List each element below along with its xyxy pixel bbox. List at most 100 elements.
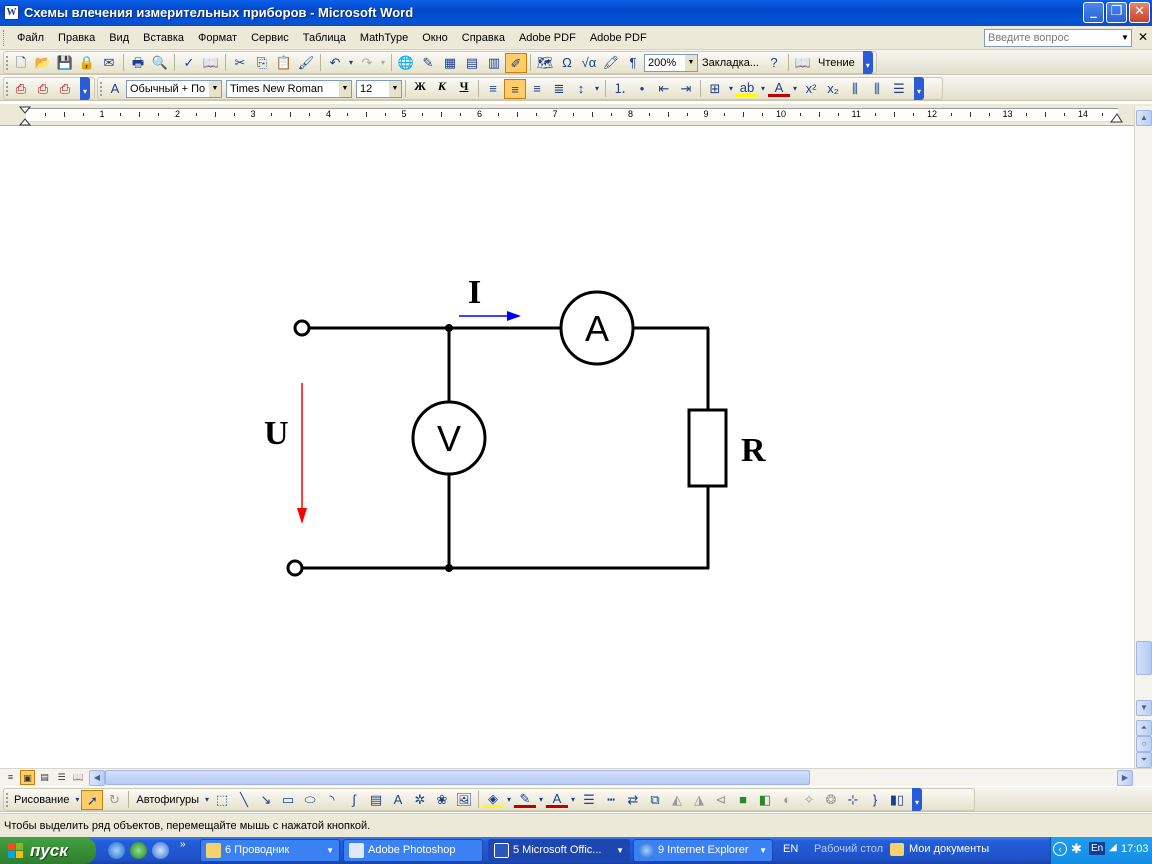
line-color-icon[interactable]: ✎: [514, 791, 536, 808]
reading-button[interactable]: Чтение: [818, 56, 855, 69]
ltr-icon[interactable]: ⫼: [852, 80, 858, 96]
format-toolbar-options-icon[interactable]: ▾: [914, 77, 924, 100]
rectangle-icon[interactable]: ▭: [281, 791, 295, 807]
document-page[interactable]: A V R I U: [0, 126, 1134, 768]
brace-icon[interactable]: }: [872, 791, 878, 807]
print-icon[interactable]: 🖶: [131, 54, 145, 70]
open-folder-icon[interactable]: 📂: [34, 54, 52, 70]
borders-icon[interactable]: ⊞: [709, 80, 721, 96]
permission-icon[interactable]: 🔒: [78, 54, 96, 70]
font-size-select[interactable]: 12▼: [356, 79, 402, 98]
numbering-icon[interactable]: ⒈: [613, 80, 627, 96]
desktop-quicklaunch-icon[interactable]: [152, 842, 169, 859]
menu-view[interactable]: Вид: [109, 32, 130, 44]
order-icon[interactable]: ◐: [783, 791, 791, 807]
pdf-review-icon[interactable]: ⎙: [59, 80, 71, 96]
print-preview-icon[interactable]: 🔍: [151, 54, 169, 70]
ask-question-input[interactable]: Введите вопрос: [984, 29, 1132, 47]
menu-format[interactable]: Формат: [198, 32, 238, 44]
tray-expand-icon[interactable]: ‹: [1053, 842, 1067, 856]
email-icon[interactable]: ✉: [103, 54, 115, 70]
autoshapes-dropdown-icon[interactable]: ▾: [204, 794, 209, 804]
hyperlink-icon[interactable]: 🌐: [397, 54, 415, 70]
new-document-icon[interactable]: 🗋: [15, 54, 27, 70]
menu-mathtype[interactable]: MathType: [359, 32, 409, 44]
task-word[interactable]: 5 Microsoft Offic... ▼: [488, 839, 630, 862]
ask-dropdown-icon[interactable]: ▼: [1121, 33, 1129, 42]
drawing-icon[interactable]: ✐: [505, 52, 527, 73]
draw-menu-button[interactable]: Рисование: [14, 793, 70, 806]
quicklaunch-more-icon[interactable]: »: [180, 839, 186, 850]
text-color-dropdown-icon[interactable]: ▾: [570, 794, 575, 804]
copy-icon[interactable]: ⎘: [256, 54, 268, 70]
line-spacing-icon[interactable]: ↕: [577, 80, 585, 96]
select-objects-icon[interactable]: ➚: [81, 789, 104, 810]
line-color-dropdown-icon[interactable]: ▾: [538, 794, 543, 804]
draw-menu-dropdown-icon[interactable]: ▾: [75, 794, 80, 804]
scroll-up-icon[interactable]: ▲: [1136, 110, 1152, 126]
undo-dropdown-icon[interactable]: ▾: [348, 57, 353, 67]
highlight-color-icon[interactable]: ab: [736, 80, 758, 97]
highlight-icon[interactable]: 🖍: [602, 54, 620, 70]
menu-file[interactable]: Файл: [17, 32, 45, 44]
cut-icon[interactable]: ✂: [234, 54, 246, 70]
superscript-icon[interactable]: x²: [805, 80, 817, 96]
menu-window[interactable]: Окно: [422, 32, 448, 44]
font-select[interactable]: Times New Roman▼: [226, 79, 352, 98]
pdf-email-icon[interactable]: ⎙: [37, 80, 49, 96]
print-layout-view-icon[interactable]: ▤: [40, 772, 49, 782]
distributed-icon[interactable]: ☰: [893, 80, 905, 96]
previous-page-icon[interactable]: ⏶: [1136, 720, 1152, 736]
fill-color-dropdown-icon[interactable]: ▾: [506, 794, 511, 804]
align-left-icon[interactable]: ≡: [489, 80, 497, 96]
document-close-icon[interactable]: ✕: [1138, 30, 1149, 44]
redo-dropdown-icon[interactable]: ▾: [380, 57, 385, 67]
group-icon[interactable]: ⧉: [650, 791, 660, 807]
flip-vertical-icon[interactable]: ◭: [672, 791, 682, 807]
menu-table[interactable]: Таблица: [302, 32, 346, 44]
help-icon[interactable]: ?: [770, 54, 778, 70]
rtl-icon[interactable]: ⫼: [874, 80, 880, 96]
curve-icon[interactable]: ∫: [352, 791, 356, 807]
task-photoshop[interactable]: Adobe Photoshop: [343, 839, 483, 862]
picture-icon[interactable]: 🖼: [455, 791, 473, 807]
next-page-icon[interactable]: ⏷: [1136, 752, 1152, 768]
columns-icon[interactable]: ▥: [487, 54, 501, 70]
align-center-icon[interactable]: ≡: [504, 78, 526, 99]
increase-indent-icon[interactable]: ⇥: [680, 80, 692, 96]
3d-style-icon[interactable]: ◧: [758, 791, 772, 807]
wordart-icon[interactable]: A: [393, 791, 403, 807]
paste-icon[interactable]: 📋: [275, 54, 293, 70]
indent-marker-icon[interactable]: [18, 106, 32, 126]
menu-insert[interactable]: Вставка: [143, 32, 185, 44]
close-button[interactable]: ✕: [1129, 2, 1150, 23]
decrease-indent-icon[interactable]: ⇤: [658, 80, 670, 96]
toolbar-options-icon[interactable]: ▾: [862, 51, 873, 74]
text-box-icon[interactable]: ▤: [369, 791, 383, 807]
italic-button[interactable]: К: [437, 78, 447, 93]
bullets-icon[interactable]: •: [639, 80, 645, 96]
clip-art-icon[interactable]: ❀: [436, 791, 448, 807]
task-internet-explorer[interactable]: 9 Internet Explorer ▼: [633, 839, 773, 862]
font-size-dropdown-icon[interactable]: ▼: [389, 80, 401, 97]
research-icon[interactable]: 📖: [202, 54, 220, 70]
language-indicator[interactable]: EN: [783, 843, 799, 855]
bookmark-button[interactable]: Закладка...: [702, 56, 759, 69]
styles-formatting-icon[interactable]: A: [110, 80, 120, 96]
wrap-icon[interactable]: ❂: [825, 791, 837, 807]
menu-edit[interactable]: Правка: [58, 32, 96, 44]
horizontal-scrollbar[interactable]: ≡ ▣ ▤ ☰ 📖 ◀ ▶: [0, 768, 1152, 786]
font-color-icon[interactable]: A: [768, 80, 790, 97]
pdf-convert-icon[interactable]: ⎙: [15, 80, 27, 96]
web-layout-view-icon[interactable]: ▣: [20, 770, 35, 785]
outline-view-icon[interactable]: ☰: [57, 772, 66, 782]
scroll-down-icon[interactable]: ▼: [1136, 700, 1152, 716]
zoom-select[interactable]: 200%▼: [644, 53, 698, 72]
tray-network-icon[interactable]: ◢: [1109, 842, 1117, 853]
reading-icon[interactable]: 📖: [794, 54, 812, 70]
menu-tools[interactable]: Сервис: [251, 32, 289, 44]
menu-grip[interactable]: [3, 30, 7, 46]
document-map-icon[interactable]: 🗺: [536, 54, 554, 70]
arrow-style-icon[interactable]: ⇄: [627, 791, 639, 807]
